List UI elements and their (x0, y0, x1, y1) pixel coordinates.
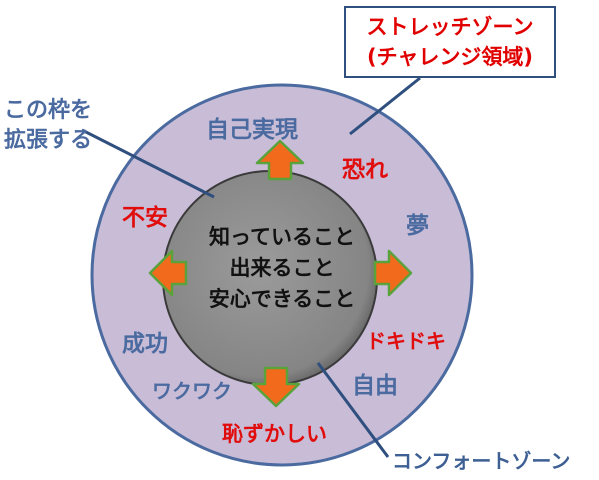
comfort-zone-label: コンフォートゾーン (392, 449, 571, 473)
expand-note-connector (81, 128, 215, 199)
expand-note-line2: 拡張する (4, 128, 93, 153)
stretch-zone-connector (349, 76, 421, 136)
arrow-down-icon (251, 366, 301, 408)
stretch-zone-subtitle: (チャレンジ領域) (367, 45, 533, 69)
word-self-actualization: 自己実現 (206, 117, 298, 143)
word-embarrassment: 恥ずかしい (222, 422, 327, 446)
word-fear: 恐れ (342, 157, 388, 183)
comfort-zone-content: 知っていること 出来ること 安心できること (178, 222, 386, 315)
stretch-zone-label-box: ストレッチゾーン (チャレンジ領域) (344, 6, 556, 78)
word-dokidoki: ドキドキ (366, 329, 446, 353)
word-dream: 夢 (406, 213, 429, 239)
arrow-up-icon (255, 139, 305, 181)
word-anxiety: 不安 (122, 205, 168, 231)
arrow-right-icon (373, 249, 413, 297)
center-line-know: 知っていること (209, 225, 355, 249)
expand-note: この枠を 拡張する (4, 96, 92, 156)
center-line-safe: 安心できること (208, 287, 356, 311)
word-freedom: 自由 (352, 373, 398, 399)
arrow-left-icon (148, 249, 188, 297)
word-wakuwaku: ワクワク (152, 379, 232, 403)
center-line-can-do: 出来ること (229, 256, 335, 280)
comfort-zone-connector (316, 362, 390, 458)
expand-note-line1: この枠を (4, 98, 93, 123)
stretch-zone-title: ストレッチゾーン (366, 15, 534, 39)
word-success: 成功 (122, 331, 168, 357)
